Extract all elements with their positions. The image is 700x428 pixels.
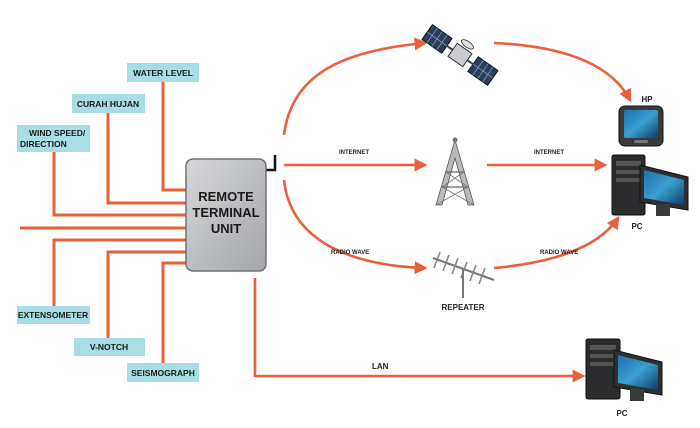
tower-icon <box>435 137 475 206</box>
pc-icon <box>611 154 689 216</box>
pc-bottom-label: PC <box>616 409 627 418</box>
seismograph-label: SEISMOGRAPH <box>131 368 195 378</box>
wind-speed-label-1: WIND SPEED/ <box>29 128 86 138</box>
sensor-extensometer: EXTENSOMETER <box>17 306 90 324</box>
repeater-label: REPEATER <box>442 303 485 312</box>
remote-terminal-unit: REMOTE TERMINAL UNIT <box>185 158 267 272</box>
sensor-curah-hujan: CURAH HUJAN <box>72 94 145 113</box>
antenna-icon <box>432 251 495 298</box>
radio-wave-label-left: RADIO WAVE <box>331 250 369 256</box>
extensometer-label: EXTENSOMETER <box>18 310 88 320</box>
wind-speed-label-2: DIRECTION <box>20 139 67 149</box>
vnotch-label: V-NOTCH <box>90 342 128 352</box>
sensor-seismograph: SEISMOGRAPH <box>127 363 199 382</box>
water-level-label: WATER LEVEL <box>133 68 193 78</box>
rtu-label-3: UNIT <box>211 221 241 236</box>
sensor-wind-speed: WIND SPEED/ DIRECTION <box>17 125 90 152</box>
phone-icon <box>618 105 664 147</box>
pc-icon-bottom <box>585 338 663 401</box>
radio-wave-label-right: RADIO WAVE <box>540 250 578 256</box>
connections <box>253 37 632 383</box>
sensor-vnotch: V-NOTCH <box>74 338 145 356</box>
lan-label: LAN <box>372 362 389 371</box>
pc-top-label: PC <box>631 222 642 231</box>
curah-hujan-label: CURAH HUJAN <box>77 99 139 109</box>
sensor-water-level: WATER LEVEL <box>127 63 199 82</box>
rtu-label-1: REMOTE <box>198 189 254 204</box>
sensor-wires <box>20 82 188 364</box>
satellite-icon <box>421 23 499 87</box>
internet-label-right: INTERNET <box>534 150 564 156</box>
rtu-label-2: TERMINAL <box>192 205 259 220</box>
internet-label-left: INTERNET <box>339 150 369 156</box>
hp-label: HP <box>641 95 653 104</box>
